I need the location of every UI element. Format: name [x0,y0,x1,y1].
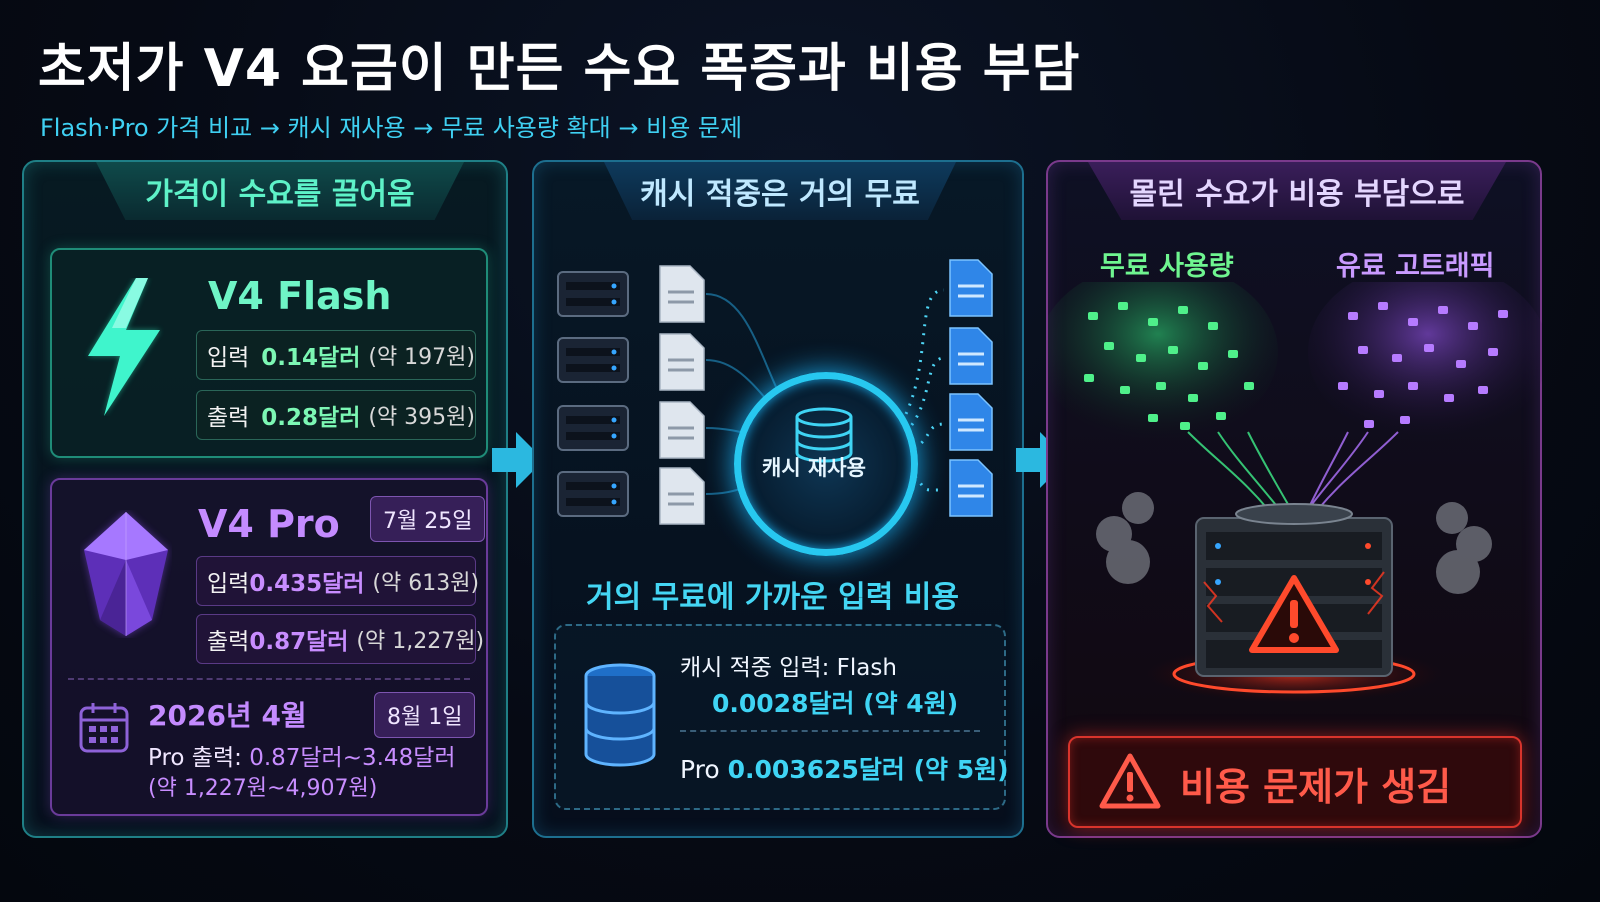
pro-date-badge: 7월 25일 [370,496,486,542]
flash-input-price-row: 입력 0.14달러 (약 197원) [196,330,476,380]
cache-hit-price-box: 캐시 적중 입력: Flash 0.0028달러 (약 4원) Pro 0.00… [554,624,1009,810]
pro-output-range-krw: (약 1,227원~4,907원) [148,776,378,801]
cache-reuse-label: 캐시 재사용 [762,456,866,480]
document-icon [949,459,993,517]
document-icon [949,327,993,385]
pro-output-range-label: Pro 출력: [148,745,242,771]
schedule-date-badge: 8월 1일 [374,692,476,738]
server-icon [557,337,629,383]
cache-reuse-ring [734,372,918,556]
pro-input-price: 0.435달러 [249,571,365,597]
document-icon [659,265,705,323]
cost-problem-alert: 비용 문제가 생김 [1068,736,1522,828]
cache-hit-pro-row: Pro 0.003625달러 (약 5원) [680,750,1009,786]
lightning-icon [88,278,160,416]
cache-hit-divider [680,730,980,732]
flash-input-price: 0.14달러 [261,345,361,371]
right-arrow-icon [1016,432,1068,488]
pro-output-price-row: 출력 0.87달러 (약 1,227원) [196,614,484,664]
database-icon [584,663,656,767]
cost-burden-panel-header: 몰린 수요가 비용 부담으로 [1088,162,1506,220]
flash-card: V4 Flash 입력 0.14달러 (약 197원) 출력 0.28달러 (약… [50,248,488,458]
pricing-panel-header: 가격이 수요를 끌어옴 [96,162,464,220]
server-icon [557,405,629,451]
pro-output-label: 출력 [207,629,250,655]
database-icon [795,407,853,463]
document-icon [659,467,705,525]
cache-hit-pro-price: 0.003625달러 (약 5원) [727,755,1009,784]
page-title: 초저가 V4 요금이 만든 수요 폭증과 비용 부담 [38,39,1081,99]
cache-tagline: 거의 무료에 가까운 입력 비용 [586,580,959,615]
flash-output-price: 0.28달러 [261,405,361,431]
right-arrow-icon [492,432,544,488]
free-usage-label: 무료 사용량 [1100,251,1234,282]
flash-input-label: 입력 [207,345,250,371]
gem-icon [84,512,168,636]
traffic-overload-illustration [1048,282,1542,702]
warning-icon [1249,575,1339,653]
document-icon [659,333,705,391]
pro-title: V4 Pro [198,502,340,546]
pricing-panel: 가격이 수요를 끌어옴 V4 Flash 입력 0.14달러 (약 197원) … [22,160,508,838]
pro-input-price-row: 입력 0.435달러 (약 613원) [196,556,480,606]
document-icon [949,259,993,317]
page-subtitle: Flash·Pro 가격 비교 → 캐시 재사용 → 무료 사용량 확대 → 비… [40,114,743,142]
pro-output-krw: (약 1,227원) [356,629,485,654]
cache-hit-flash-price: 0.0028달러 (약 4원) [712,689,959,718]
pro-output-price: 0.87달러 [249,629,349,655]
calendar-icon [79,703,129,753]
flash-output-price-row: 출력 0.28달러 (약 395원) [196,390,476,440]
flash-output-krw: (약 395원) [368,405,475,430]
pro-input-krw: (약 613원) [372,571,480,596]
pro-divider [68,678,470,680]
cost-burden-panel: 몰린 수요가 비용 부담으로 무료 사용량 유료 고트래픽 [1046,160,1542,838]
cache-panel-header: 캐시 적중은 거의 무료 [604,162,956,220]
warning-icon [1099,753,1161,809]
pro-card: V4 Pro 7월 25일 입력 0.435달러 (약 613원) 출력 0.8… [50,478,488,816]
cache-hit-title: 캐시 적중 입력: Flash [680,655,897,681]
schedule-label: 2026년 4월 [148,699,307,732]
server-icon [557,471,629,517]
document-icon [949,393,993,451]
flash-title: V4 Flash [208,274,392,318]
pro-input-label: 입력 [207,571,250,597]
cache-panel: 캐시 적중은 거의 무료 [532,160,1024,838]
flash-output-label: 출력 [207,405,250,431]
document-icon [659,401,705,459]
cost-problem-text: 비용 문제가 생김 [1180,765,1452,809]
cache-hit-pro-label: Pro [680,755,720,784]
flash-input-krw: (약 197원) [368,345,475,370]
pro-output-range: Pro 출력: 0.87달러~3.48달러 [148,738,456,772]
server-icon [557,271,629,317]
paid-traffic-label: 유료 고트래픽 [1336,251,1495,282]
pro-output-range-value: 0.87달러~3.48달러 [249,745,456,771]
